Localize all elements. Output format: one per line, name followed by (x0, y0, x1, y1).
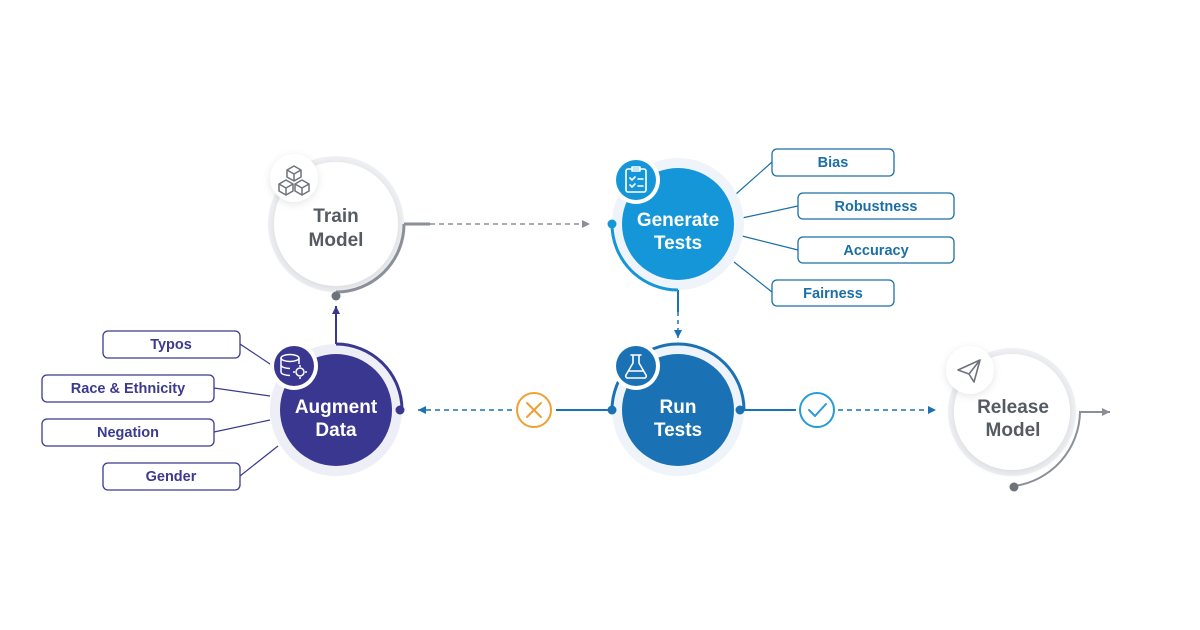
connectors (332, 220, 1110, 492)
augment-data-line1: Augment (295, 397, 378, 418)
augment-tag-label: Negation (97, 425, 159, 441)
augment-tag: Race & Ethnicity (41, 374, 215, 403)
checklist-icon (625, 166, 647, 193)
augment-tag-label: Typos (150, 337, 192, 353)
test-tag-connectors (733, 161, 799, 293)
generate-progress-arc (610, 223, 679, 292)
test-tag: Fairness (771, 279, 895, 307)
run-tests-line2: Tests (654, 420, 702, 441)
database-gear-icon (280, 353, 307, 379)
node-train-model: Train Model (268, 154, 430, 301)
generate-tests-line2: Tests (654, 233, 702, 254)
release-model-line1: Release (977, 397, 1049, 418)
augment-tag-label: Gender (146, 469, 197, 485)
test-tag-label: Bias (818, 155, 849, 171)
generate-tests-line1: Generate (637, 210, 719, 231)
run-tests-line1: Run (660, 397, 697, 418)
test-tag-label: Robustness (835, 199, 918, 215)
cubes-icon (278, 165, 310, 196)
test-tags: Bias Robustness Accuracy Fairness (771, 148, 955, 307)
test-tag: Bias (771, 148, 895, 177)
node-generate-tests: Generate Tests (607, 156, 744, 292)
flask-icon (624, 354, 648, 379)
test-tag-label: Accuracy (843, 243, 908, 259)
train-progress-arc (335, 223, 406, 294)
train-model-line1: Train (313, 206, 358, 227)
x-circle-icon (516, 392, 552, 428)
test-tag: Robustness (797, 192, 955, 220)
release-model-line2: Model (986, 420, 1041, 441)
node-run-tests: Run Tests (607, 342, 746, 476)
augment-tag-label: Race & Ethnicity (71, 381, 185, 397)
augment-tag: Gender (102, 462, 241, 491)
node-augment-data: Augment Data (270, 342, 405, 476)
augment-tag-connectors (213, 343, 279, 477)
augment-tags: Typos Race & Ethnicity Negation Gender (41, 330, 241, 491)
release-exit-dot (1009, 482, 1019, 492)
node-release-model: Release Model (946, 346, 1076, 476)
paper-plane-icon (957, 359, 981, 383)
check-circle-icon (799, 392, 835, 428)
test-tag-label: Fairness (803, 286, 863, 302)
test-tag: Accuracy (797, 236, 955, 264)
augment-data-line2: Data (315, 420, 357, 441)
augment-progress-arc (335, 342, 404, 411)
arrow-release-exit (1013, 408, 1110, 487)
augment-tag: Negation (41, 418, 215, 447)
train-model-line2: Model (309, 230, 364, 251)
augment-tag: Typos (102, 330, 241, 359)
